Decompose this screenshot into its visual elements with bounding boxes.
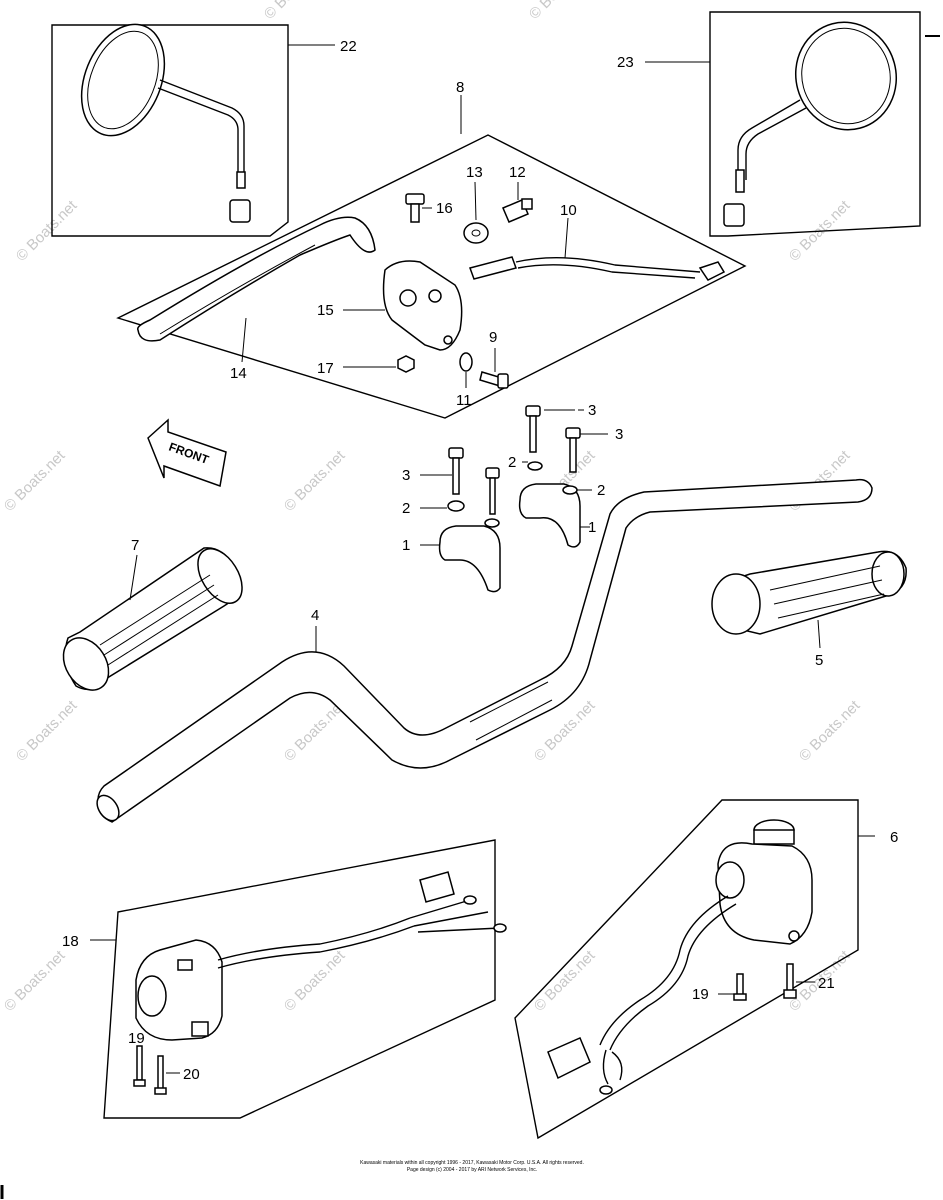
callout-17: 17 bbox=[317, 360, 334, 377]
copyright-footer: Kawasaki materials within all copyright … bbox=[360, 1160, 584, 1173]
callout-9: 9 bbox=[489, 329, 497, 346]
callout-6: 6 bbox=[890, 829, 898, 846]
handlebar bbox=[96, 478, 873, 823]
front-direction-arrow: FRONT bbox=[147, 418, 227, 488]
callout-12: 12 bbox=[509, 164, 526, 181]
callout-10: 10 bbox=[560, 202, 577, 219]
callout-20: 20 bbox=[183, 1066, 200, 1083]
right-switch-housing-assembly bbox=[514, 799, 875, 1140]
callout-15: 15 bbox=[317, 302, 334, 319]
callout-23: 23 bbox=[617, 54, 634, 71]
callout-2: 2 bbox=[402, 500, 410, 517]
callout-22: 22 bbox=[340, 38, 357, 55]
copyright-line-1: Kawasaki materials within all copyright … bbox=[360, 1160, 584, 1166]
left-switch-housing-assembly bbox=[90, 839, 507, 1119]
watermark: © Boats.net bbox=[281, 947, 349, 1015]
callout-1: 1 bbox=[402, 537, 410, 554]
watermark: © Boats.net bbox=[13, 197, 81, 265]
callout-8: 8 bbox=[456, 79, 464, 96]
callout-19: 19 bbox=[128, 1030, 145, 1047]
watermark: © Boats.net bbox=[531, 947, 599, 1015]
callout-14: 14 bbox=[230, 365, 247, 382]
right-grip bbox=[711, 550, 907, 649]
watermark: © Boats.net bbox=[1, 447, 69, 515]
clutch-lever-assembly bbox=[116, 95, 747, 419]
callout-3: 3 bbox=[615, 426, 623, 443]
mirror-right-assembly bbox=[645, 11, 921, 237]
watermark: © Boats.net bbox=[261, 0, 329, 23]
callout-4: 4 bbox=[311, 607, 319, 624]
mirror-left-assembly bbox=[51, 23, 335, 237]
callout-7: 7 bbox=[131, 537, 139, 554]
left-grip bbox=[62, 547, 243, 691]
watermark: © Boats.net bbox=[796, 697, 864, 765]
callout-5: 5 bbox=[815, 652, 823, 669]
copyright-line-2: Page design (c) 2004 - 2017 by ARI Netwo… bbox=[407, 1167, 537, 1173]
callout-1: 1 bbox=[588, 519, 596, 536]
callout-18: 18 bbox=[62, 933, 79, 950]
callout-11: 11 bbox=[456, 392, 472, 409]
callout-3: 3 bbox=[402, 467, 410, 484]
callout-13: 13 bbox=[466, 164, 483, 181]
watermark: © Boats.net bbox=[526, 0, 594, 23]
watermark: © Boats.net bbox=[1, 947, 69, 1015]
watermark: © Boats.net bbox=[13, 697, 81, 765]
watermark: © Boats.net bbox=[281, 447, 349, 515]
callout-21: 21 bbox=[818, 975, 835, 992]
callout-16: 16 bbox=[436, 200, 453, 217]
callout-2: 2 bbox=[597, 482, 605, 499]
callout-labels: 22 23 8 13 12 16 10 15 14 17 9 11 3 3 2 … bbox=[62, 38, 898, 1083]
callout-2: 2 bbox=[508, 454, 516, 471]
handlebar-clamp-set bbox=[420, 405, 608, 593]
callout-3-minus: 3 bbox=[588, 402, 596, 419]
callout-19: 19 bbox=[692, 986, 709, 1003]
